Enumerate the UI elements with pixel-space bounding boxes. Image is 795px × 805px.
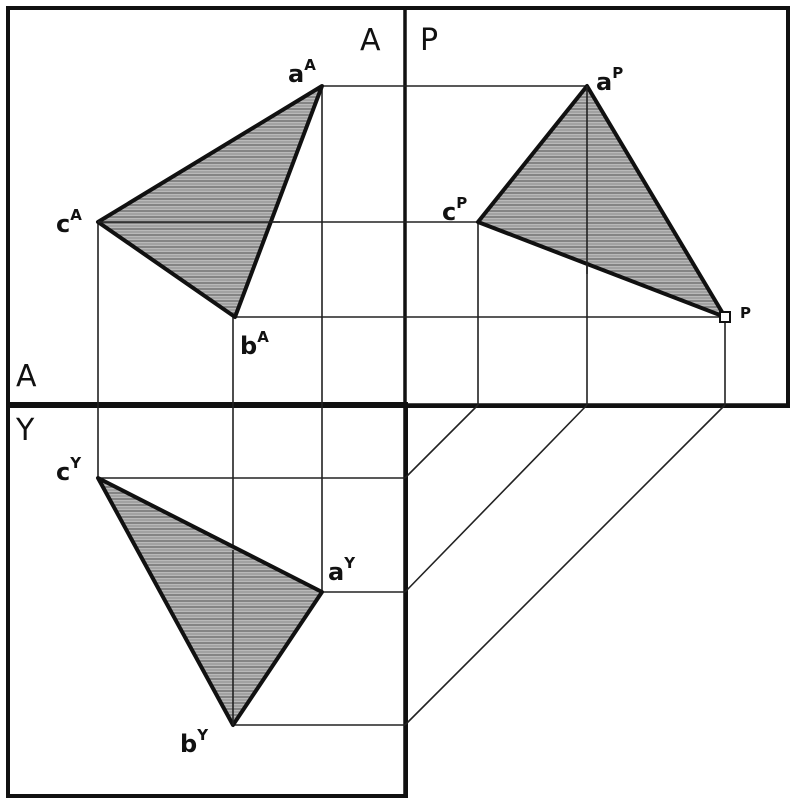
- label-a-frontal: aA: [288, 56, 316, 88]
- triangle-profile-view: [476, 84, 727, 319]
- plane-label-p: P: [420, 23, 438, 58]
- diag-b: [404, 404, 726, 726]
- label-a-profile: aP: [596, 64, 623, 96]
- label-b-profile: P: [740, 304, 751, 322]
- label-c-profile: cP: [442, 194, 467, 226]
- diag-c: [404, 404, 479, 479]
- label-c-horizontal: cY: [56, 454, 82, 486]
- plane-label-a-top: A: [360, 23, 381, 58]
- label-b-frontal: bA: [240, 328, 269, 360]
- label-b-horizontal: bY: [180, 726, 209, 758]
- label-c-frontal: cA: [56, 206, 82, 238]
- plane-label-y: Y: [15, 413, 35, 448]
- diag-a: [404, 404, 588, 593]
- label-a-horizontal: aY: [328, 554, 356, 586]
- vertex-b-profile-marker: [719, 311, 731, 323]
- plane-label-a-left: A: [16, 359, 37, 394]
- triangle-frontal-view: [96, 84, 324, 319]
- triangle-horizontal-view: [96, 476, 324, 727]
